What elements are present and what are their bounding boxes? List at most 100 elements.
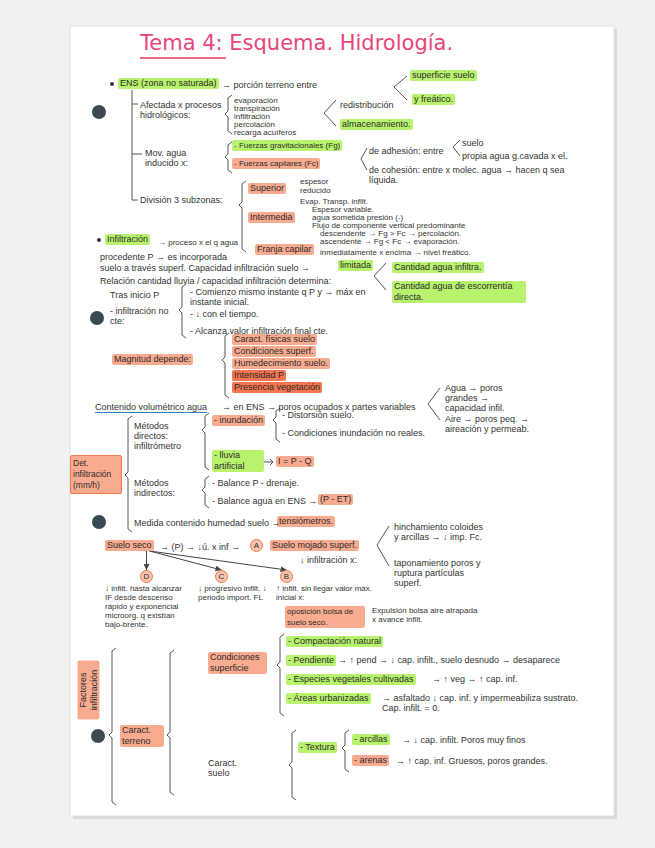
note-text: suelo a través superf. Capacidad infiltr…: [100, 263, 310, 273]
note-text: Relación cantidad lluvia / capacidad inf…: [100, 276, 331, 286]
highlight-box: Condiciones superficie: [208, 652, 267, 674]
bracket: [289, 730, 296, 800]
highlight-box: - Pendiente: [286, 655, 336, 666]
bullet: [97, 238, 101, 242]
bracket: [109, 648, 116, 805]
node-text: D: [144, 572, 150, 581]
node-text: - arcillas: [354, 734, 388, 744]
highlight-box: Infiltración: [105, 234, 150, 245]
node-text: Cantidad agua de escorrentía directa.: [394, 281, 513, 302]
note-text: Flujo de componente vertical predominant…: [312, 221, 465, 230]
note-text: → ↓ cap. infilt. Poros muy finos: [402, 735, 526, 745]
node-text: - Fuerzas capilares (Fc): [234, 159, 318, 168]
bracket: [377, 526, 389, 566]
node-text: Cantidad agua infiltra.: [394, 262, 482, 272]
note-text: Afectada x procesos hidrológicos:: [140, 100, 230, 120]
highlight-box: Intermedia: [248, 212, 295, 223]
circle-marker: B: [280, 570, 293, 583]
note-text: Espesor variable.: [312, 205, 374, 214]
node-text: Humedecimiento suelo.: [234, 358, 328, 368]
bracket: [324, 100, 336, 126]
highlight-box: tensiómetros.: [277, 516, 335, 527]
note-text: descendente → Fg > Fc → percolación.: [320, 229, 461, 238]
node-text: - Compactación natural: [288, 636, 381, 646]
note-text: - Balance agua en ENS →: [212, 496, 318, 506]
node-text: Factores infiltración: [78, 670, 99, 711]
note-text: → ↑ cap. inf. Gruesos, poros grandes.: [396, 756, 548, 766]
bracket: [453, 140, 460, 156]
highlight-box: - Textura: [298, 742, 337, 753]
punch-hole: [92, 105, 106, 119]
highlight-box: almacenamiento.: [340, 119, 413, 130]
connector-arrow: [150, 551, 287, 570]
highlight-box: Presencia vegetación: [232, 382, 322, 393]
node-text: oposición bolsa de suelo seco.: [287, 607, 353, 627]
note-text: ↓ infilt. hasta alcanzar IF desde descen…: [105, 584, 190, 629]
bracket: [125, 416, 132, 532]
note-text: recarga acuíferos: [234, 128, 296, 137]
node-text: Infiltración: [107, 234, 148, 244]
highlight-box: Intensidad P: [232, 370, 286, 381]
punch-hole: [91, 729, 105, 743]
note-text: → (P) → ↓ú. x inf →: [160, 542, 240, 552]
bracket: [222, 333, 229, 398]
highlight-box: Franja capilar: [255, 244, 314, 255]
note-text: espesor reducido: [300, 177, 345, 195]
highlight-box: - Fuerzas capilares (Fc): [232, 158, 320, 169]
node-text: Superior: [250, 183, 284, 193]
note-text: suelo: [462, 138, 484, 148]
node-text: Suelo mojado superf.: [272, 540, 357, 550]
node-text: - Especies vegetales cultivadas: [288, 674, 414, 684]
highlight-box: - Compactación natural: [286, 636, 383, 647]
highlight-box: Cantidad agua de escorrentía directa.: [392, 281, 526, 303]
bullets: [97, 82, 114, 242]
node-text: - Áreas urbanizadas: [288, 693, 369, 703]
note-text: inmediatamente x encima → nivel freático…: [320, 248, 471, 257]
node-text: almacenamiento.: [342, 119, 411, 129]
note-text: hinchamiento coloides y arcillas → ↓ imp…: [394, 522, 484, 542]
punch-hole: [90, 311, 104, 325]
node-text: I = P - Q: [278, 456, 312, 466]
note-text: → ↑ veg → ↑ cap. inf.: [432, 674, 518, 684]
highlight-box: superficie suelo: [410, 70, 477, 81]
note-text: Agua → poros grandes → capacidad infil.: [445, 383, 530, 413]
node-text: Intensidad P: [234, 370, 284, 380]
highlight-box: y freático.: [412, 94, 455, 105]
bracket: [225, 142, 232, 173]
note-text: Métodos directos: infiltrómetro: [134, 421, 196, 451]
note-text: transpiración: [234, 104, 280, 113]
node-text: Suelo seco: [107, 540, 152, 550]
highlight-box: Caract. terreno: [120, 725, 164, 747]
note-text: Evap. Transp. infilt.: [300, 197, 368, 206]
highlight-box: - lluvia artificial: [212, 450, 264, 472]
highlight-box: - arenas: [352, 755, 389, 766]
highlight-box: ENS (zona no saturada): [118, 78, 219, 89]
highlight-box: - inundación: [212, 415, 265, 426]
node-text: y freático.: [414, 94, 453, 104]
node-text: Condiciones superf.: [234, 346, 314, 356]
note-text: División 3 subzonas:: [140, 195, 223, 205]
note-text: taponamiento poros y ruptura partículas …: [394, 558, 484, 588]
node-text: C: [219, 572, 225, 581]
bracket: [277, 634, 284, 716]
note-text: ↓ progresivo infilt. ↓ periodo import. F…: [198, 584, 268, 602]
circle-marker: D: [140, 570, 153, 583]
bracket: [167, 650, 174, 795]
node-text: superficie suelo: [412, 70, 475, 80]
node-text: ENS (zona no saturada): [120, 78, 217, 88]
highlight-box: limitada: [338, 260, 373, 271]
node-text: Franja capilar: [257, 244, 312, 254]
note-text: - Condiciones inundación no reales.: [282, 428, 425, 438]
note-text: → proceso x el q agua: [158, 238, 238, 247]
note-text: → porción terreno entre: [222, 80, 317, 90]
note-text: evaporación: [234, 96, 278, 105]
highlight-box: - Áreas urbanizadas: [286, 693, 371, 704]
note-text: ↓ infiltración x:: [300, 555, 357, 565]
arrow-mark: [264, 459, 273, 465]
highlight-box: - arcillas: [352, 734, 390, 745]
note-text: Aire → poros peq. → aireación y permeab.: [445, 414, 530, 434]
punch-hole: [92, 515, 106, 529]
note-text: - Balance P - drenaje.: [212, 478, 299, 488]
